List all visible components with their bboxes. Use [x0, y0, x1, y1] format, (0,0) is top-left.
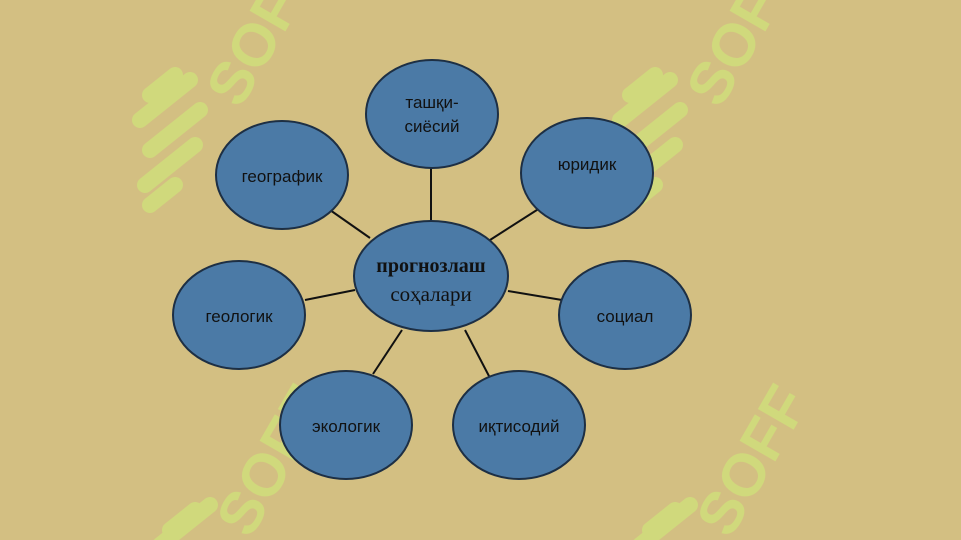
center-title: прогнозлаш	[376, 255, 486, 277]
node-yuridik: юридик	[520, 117, 654, 229]
node-label-line: социал	[597, 307, 654, 326]
connector-sotsial	[507, 290, 563, 301]
node-label-line: сиёсий	[405, 117, 460, 136]
node-sotsial: социал	[558, 260, 692, 370]
watermark-text: SOFF	[683, 374, 821, 540]
node-label-line: иқтисодий	[479, 417, 560, 436]
node-label-line: ташқи-	[405, 93, 458, 112]
watermark-text: SOFF	[193, 0, 331, 116]
center-node: прогнозлаш соҳалари	[353, 220, 509, 332]
connector-geologik	[304, 289, 356, 301]
node-geografik: географик	[215, 120, 349, 230]
connector-geografik	[329, 209, 371, 239]
node-iqtisodiy: иқтисодий	[452, 370, 586, 480]
watermark-text: SOFF	[673, 0, 811, 116]
connector-iqtisodiy	[464, 329, 491, 379]
node-label-line: геологик	[205, 307, 273, 326]
connectors	[304, 167, 563, 379]
connector-ekologik	[372, 329, 403, 375]
center-subtitle: соҳалари	[390, 282, 471, 306]
connector-yuridik	[489, 207, 541, 241]
node-label-line: географик	[242, 167, 323, 186]
watermark-bottom-right: SOFF	[633, 374, 821, 540]
node-label-line: экологик	[312, 417, 381, 436]
node-geologik: геологик	[172, 260, 306, 370]
node-tashqi: ташқи- сиёсий	[365, 59, 499, 169]
node-label-line: юридик	[558, 155, 617, 174]
node-ekologik: экологик	[279, 370, 413, 480]
